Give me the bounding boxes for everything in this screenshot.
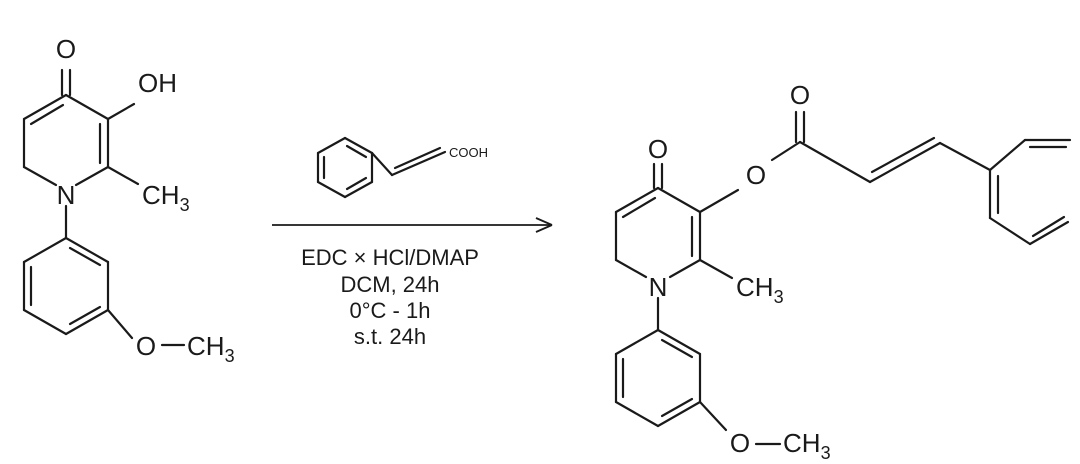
condition-line-2: DCM, 24h <box>340 272 439 297</box>
product-methyl-bond <box>698 258 734 280</box>
reagent-phenyl-double <box>345 144 368 159</box>
product-chain-bond <box>938 141 992 172</box>
reaction-conditions: EDC × HCl/DMAP DCM, 24h 0°C - 1h s.t. 24… <box>301 245 479 349</box>
reactant-oxo-label: O <box>56 34 76 64</box>
product-chain-double <box>870 136 936 174</box>
reactant-oh-bond <box>106 102 136 121</box>
product-phenyl2-double <box>660 397 694 418</box>
reagent-cinnamic-acid: COOH <box>316 136 488 199</box>
reactant-methoxy-label: CH3 <box>187 331 235 366</box>
product-phenyl2-double <box>660 338 694 359</box>
condition-line-3: 0°C - 1h <box>350 298 431 323</box>
condition-line-1: EDC × HCl/DMAP <box>301 245 479 270</box>
reactant-ether-o-label: O <box>136 331 156 361</box>
product-ester-bond <box>770 140 802 162</box>
reagent-acid-label: COOH <box>449 145 488 160</box>
product-ring-bond <box>614 186 660 214</box>
product-ester-o-label: O <box>746 160 766 190</box>
product-oxo-label: O <box>648 134 668 164</box>
product-ester-bond <box>698 188 740 214</box>
product-nitrogen-label: N <box>649 272 668 302</box>
reactant-methyl-bond <box>106 165 140 186</box>
reactant-ring-bond <box>22 165 58 187</box>
reaction-arrow <box>272 217 553 233</box>
reactant-ether-bond <box>106 308 134 340</box>
product-ring-double <box>621 196 657 219</box>
reagent-chain-bond <box>370 151 394 177</box>
reagent-chain-double <box>393 146 442 170</box>
product-ether-bond <box>698 400 728 432</box>
product-methoxy-label: CH3 <box>783 428 831 463</box>
reactant-molecule: O OH N CH3 O CH3 <box>22 34 235 366</box>
reactant-ring-bond <box>22 93 68 121</box>
reactant-phenyl-bond <box>64 308 110 336</box>
reactant-phenyl-double <box>68 305 102 326</box>
product-chain-bond <box>868 141 942 184</box>
condition-line-4: s.t. 24h <box>354 324 426 349</box>
reactant-phenyl-bond <box>64 236 110 264</box>
product-phenyl2-bond <box>656 400 702 428</box>
product-chain-bond <box>798 140 872 184</box>
arrow-head <box>535 217 553 226</box>
product-ring-bond <box>614 258 648 279</box>
arrow-head <box>535 224 553 233</box>
reactant-phenyl-bond <box>22 308 68 336</box>
product-carbonyl-o-label: O <box>790 80 810 110</box>
product-phenyl2-bond <box>614 400 660 428</box>
product-phenyl-bond <box>988 216 1032 246</box>
product-ring-bond <box>656 186 702 214</box>
product-ether-o-label: O <box>730 428 750 458</box>
product-methyl-label: CH3 <box>736 272 784 307</box>
reactant-hydroxy-label: OH <box>138 68 177 98</box>
reactant-phenyl-bond <box>22 236 68 264</box>
product-molecule: O O O N CH3 O CH3 <box>614 80 1072 463</box>
reagent-phenyl-bond <box>343 136 374 155</box>
product-phenyl2-bond <box>656 328 702 356</box>
reagent-chain-bond <box>390 150 447 177</box>
reagent-phenyl-bond <box>343 180 374 199</box>
product-phenyl2-bond <box>614 328 660 356</box>
product-phenyl-bond <box>1028 220 1070 246</box>
reactant-ring-bond <box>64 93 110 121</box>
reactant-ring-double <box>29 103 65 126</box>
reactant-methyl-label: CH3 <box>142 180 190 215</box>
product-phenyl-double <box>1031 215 1066 238</box>
reactant-nitrogen-label: N <box>57 180 76 210</box>
reagent-phenyl-bond <box>316 136 347 155</box>
product-phenyl-bond <box>988 138 1027 172</box>
reagent-phenyl-double <box>345 176 368 191</box>
reactant-ring-bond <box>74 165 110 187</box>
product-ring-bond <box>668 258 702 279</box>
reagent-phenyl-bond <box>316 180 347 199</box>
reactant-phenyl-double <box>68 246 102 267</box>
